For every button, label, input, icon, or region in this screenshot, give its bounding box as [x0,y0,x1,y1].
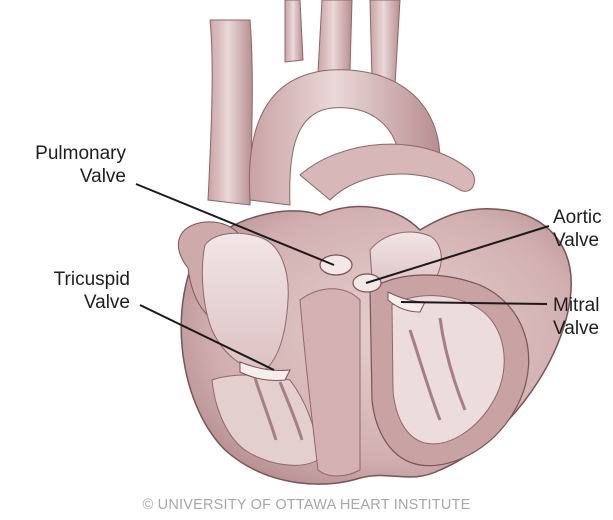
tricuspid-valve-label-line2: Valve [0,291,130,314]
mitral-valve-label: Mitral Valve [553,294,599,340]
pulmonary-valve-label-line1: Pulmonary [0,142,126,165]
tricuspid-valve-label: Tricuspid Valve [0,268,130,314]
mitral-valve-label-line1: Mitral [553,294,599,317]
great-vessels [208,0,475,205]
pulmonary-valve-label: Pulmonary Valve [0,142,126,188]
aortic-valve-label-line1: Aortic [553,206,602,229]
pulmonary-valve-label-line2: Valve [0,165,126,188]
copyright-notice: © UNIVERSITY OF OTTAWA HEART INSTITUTE [0,497,613,513]
aortic-valve-label-line2: Valve [553,229,602,252]
mitral-valve-label-line2: Valve [553,317,599,340]
aortic-valve-label: Aortic Valve [553,206,602,252]
pulmonary-valve [320,255,352,275]
tricuspid-valve-label-line1: Tricuspid [0,268,130,291]
